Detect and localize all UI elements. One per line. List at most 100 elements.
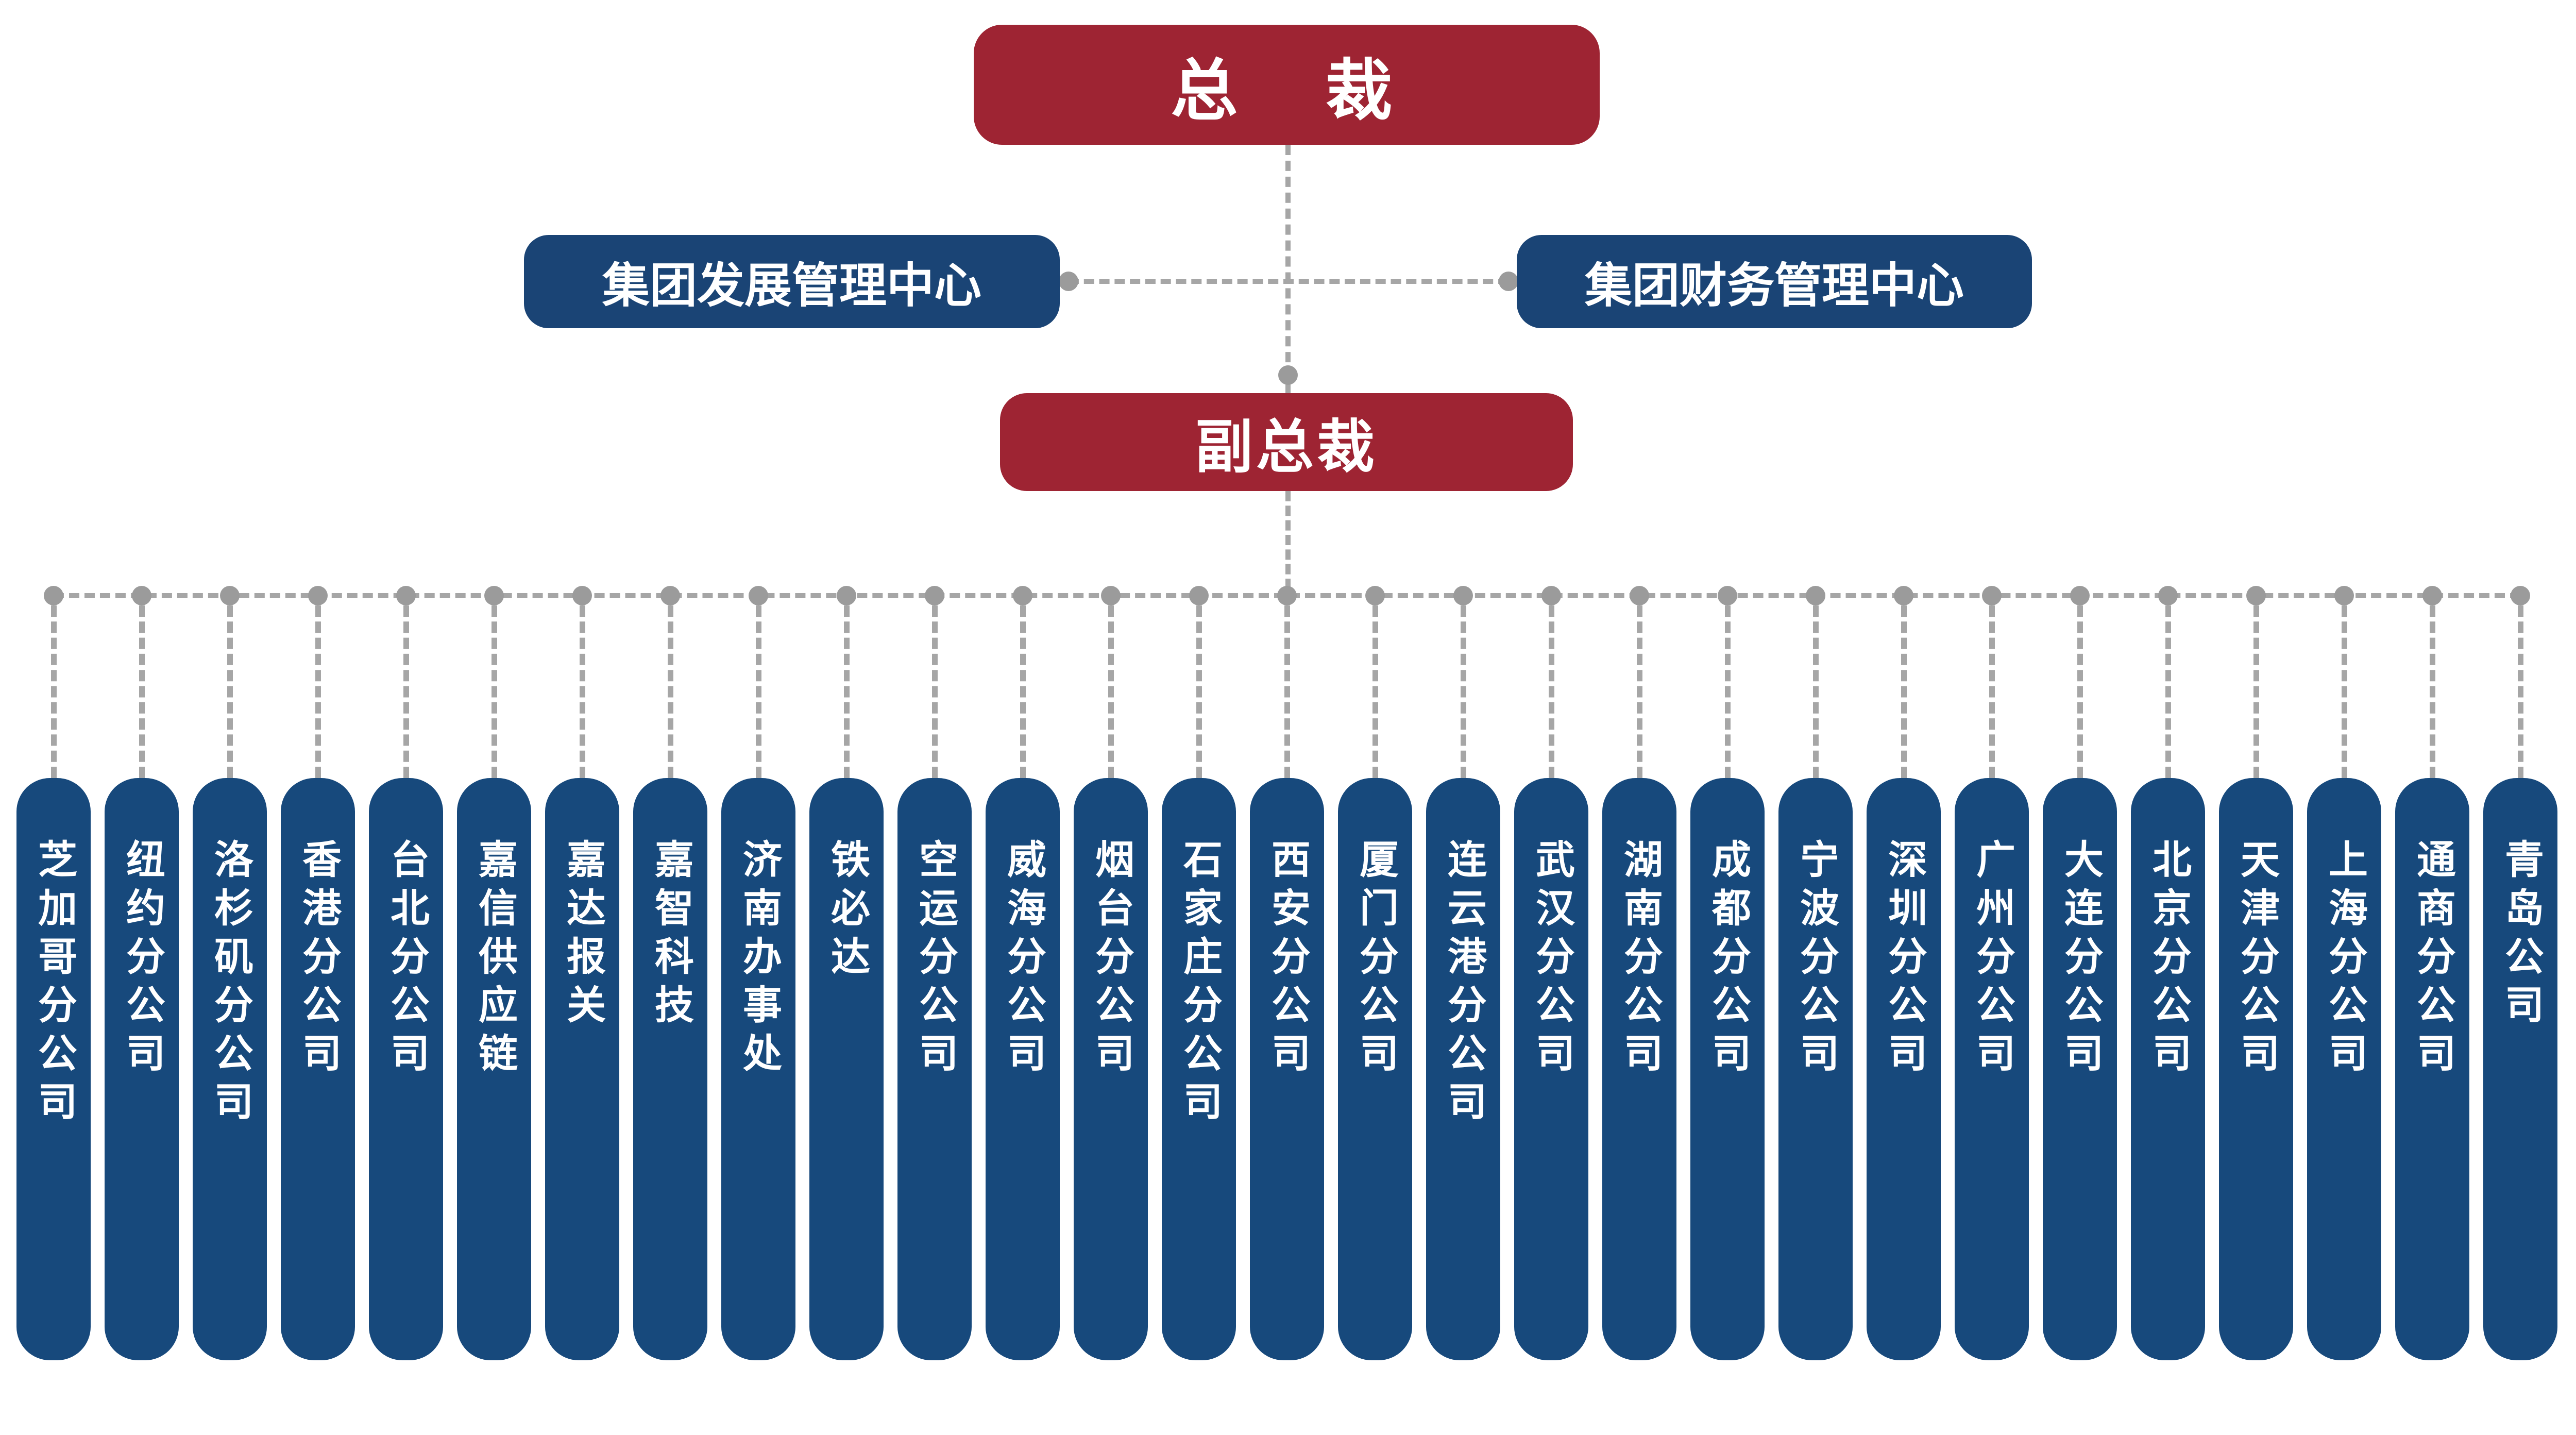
branch-pill: 武汉分公司 bbox=[1514, 778, 1588, 1360]
branch-dot bbox=[396, 586, 416, 605]
branch-dot bbox=[1982, 586, 2002, 605]
branch-column: 嘉信供应链 bbox=[457, 586, 531, 1360]
branch-label: 芝加哥分公司 bbox=[32, 839, 76, 1129]
branch-riser-line bbox=[50, 605, 57, 778]
branch-column: 西安分公司 bbox=[1250, 586, 1324, 1360]
branch-column: 香港分公司 bbox=[281, 586, 355, 1360]
branch-dot bbox=[1189, 586, 1209, 605]
connector-dot bbox=[1059, 272, 1078, 291]
node-group-finance-center: 集团财务管理中心 bbox=[1517, 235, 2032, 328]
branch-column: 连云港分公司 bbox=[1426, 586, 1500, 1360]
branch-label: 台北分公司 bbox=[384, 839, 428, 1081]
branch-column: 纽约分公司 bbox=[105, 586, 179, 1360]
branch-label: 石家庄分公司 bbox=[1177, 839, 1221, 1129]
branch-dot bbox=[1101, 586, 1121, 605]
branch-pill: 嘉信供应链 bbox=[457, 778, 531, 1360]
node-president: 总 裁 bbox=[974, 25, 1600, 145]
branch-label: 纽约分公司 bbox=[120, 839, 164, 1081]
branch-label: 青岛公司 bbox=[2499, 839, 2543, 1033]
branch-pill: 石家庄分公司 bbox=[1162, 778, 1236, 1360]
branch-label: 洛杉矶分公司 bbox=[208, 839, 252, 1129]
branch-label: 铁必达 bbox=[825, 839, 869, 984]
connector-between-centers bbox=[1069, 279, 1509, 284]
branch-dot bbox=[2334, 586, 2354, 605]
branch-pill: 台北分公司 bbox=[369, 778, 443, 1360]
branch-pill: 威海分公司 bbox=[986, 778, 1060, 1360]
branch-pill: 西安分公司 bbox=[1250, 778, 1324, 1360]
branch-dot bbox=[1277, 586, 1297, 605]
branch-riser-line bbox=[579, 605, 585, 778]
branch-pill: 嘉智科技 bbox=[633, 778, 707, 1360]
branch-column: 洛杉矶分公司 bbox=[193, 586, 267, 1360]
branch-column: 湖南分公司 bbox=[1602, 586, 1676, 1360]
connector-dot bbox=[1278, 365, 1298, 385]
branch-riser-line bbox=[1196, 605, 1202, 778]
node-group-development-center: 集团发展管理中心 bbox=[524, 235, 1060, 328]
branch-label: 广州分公司 bbox=[1970, 839, 2014, 1081]
branch-pill: 洛杉矶分公司 bbox=[193, 778, 267, 1360]
branch-riser-line bbox=[1460, 605, 1466, 778]
branch-column: 广州分公司 bbox=[1955, 586, 2029, 1360]
branch-column: 深圳分公司 bbox=[1867, 586, 1941, 1360]
branch-dot bbox=[1630, 586, 1649, 605]
branch-riser-line bbox=[2253, 605, 2259, 778]
branch-dot bbox=[1453, 586, 1473, 605]
branch-pill: 纽约分公司 bbox=[105, 778, 179, 1360]
branch-label: 连云港分公司 bbox=[1442, 839, 1485, 1129]
branch-pill: 湖南分公司 bbox=[1602, 778, 1676, 1360]
connector-president-to-vp bbox=[1285, 145, 1291, 394]
connector-dot bbox=[1499, 272, 1518, 291]
branch-dot bbox=[925, 586, 944, 605]
branch-column: 成都分公司 bbox=[1690, 586, 1765, 1360]
branch-dot bbox=[484, 586, 504, 605]
branch-pill: 香港分公司 bbox=[281, 778, 355, 1360]
branch-label: 厦门分公司 bbox=[1353, 839, 1397, 1081]
branch-column: 青岛公司 bbox=[2483, 586, 2557, 1360]
branch-label: 香港分公司 bbox=[296, 839, 340, 1081]
branch-dot bbox=[1365, 586, 1385, 605]
branch-riser-line bbox=[1108, 605, 1114, 778]
branch-riser-line bbox=[2077, 605, 2083, 778]
branch-riser-line bbox=[1020, 605, 1026, 778]
branch-label: 上海分公司 bbox=[2323, 839, 2366, 1081]
branch-column: 空运分公司 bbox=[897, 586, 972, 1360]
branch-riser-line bbox=[315, 605, 321, 778]
branch-riser-line bbox=[1989, 605, 1995, 778]
branch-column: 北京分公司 bbox=[2131, 586, 2205, 1360]
branch-riser-line bbox=[1636, 605, 1642, 778]
branch-riser-line bbox=[491, 605, 497, 778]
branch-label: 嘉达报关 bbox=[561, 839, 604, 1033]
branch-riser-line bbox=[1812, 605, 1819, 778]
branch-column: 天津分公司 bbox=[2219, 586, 2293, 1360]
branch-column: 武汉分公司 bbox=[1514, 586, 1588, 1360]
branch-pill: 上海分公司 bbox=[2307, 778, 2381, 1360]
branch-pill: 大连分公司 bbox=[2043, 778, 2117, 1360]
branch-pill: 广州分公司 bbox=[1955, 778, 2029, 1360]
branch-dot bbox=[1806, 586, 1825, 605]
branch-pill: 青岛公司 bbox=[2483, 778, 2557, 1360]
branch-label: 空运分公司 bbox=[913, 839, 957, 1081]
branch-pill: 空运分公司 bbox=[897, 778, 972, 1360]
branch-riser-line bbox=[1901, 605, 1907, 778]
branch-pill: 铁必达 bbox=[809, 778, 884, 1360]
branch-riser-line bbox=[1284, 605, 1290, 778]
branch-column: 济南办事处 bbox=[721, 586, 795, 1360]
branch-dot bbox=[308, 586, 328, 605]
branch-dot bbox=[132, 586, 151, 605]
node-vice-president: 副总裁 bbox=[1000, 393, 1573, 491]
branch-riser-line bbox=[1548, 605, 1554, 778]
branch-dot bbox=[1541, 586, 1561, 605]
branch-column: 厦门分公司 bbox=[1338, 586, 1412, 1360]
branch-label: 大连分公司 bbox=[2058, 839, 2102, 1081]
branch-column: 石家庄分公司 bbox=[1162, 586, 1236, 1360]
branch-label: 北京分公司 bbox=[2146, 839, 2190, 1081]
branch-label: 西安分公司 bbox=[1265, 839, 1309, 1081]
branch-pill: 成都分公司 bbox=[1690, 778, 1765, 1360]
branch-pill: 厦门分公司 bbox=[1338, 778, 1412, 1360]
branch-pill: 烟台分公司 bbox=[1074, 778, 1148, 1360]
branch-column: 烟台分公司 bbox=[1074, 586, 1148, 1360]
branch-pill: 通商分公司 bbox=[2395, 778, 2469, 1360]
branch-dot bbox=[1894, 586, 1913, 605]
branch-dot bbox=[572, 586, 592, 605]
